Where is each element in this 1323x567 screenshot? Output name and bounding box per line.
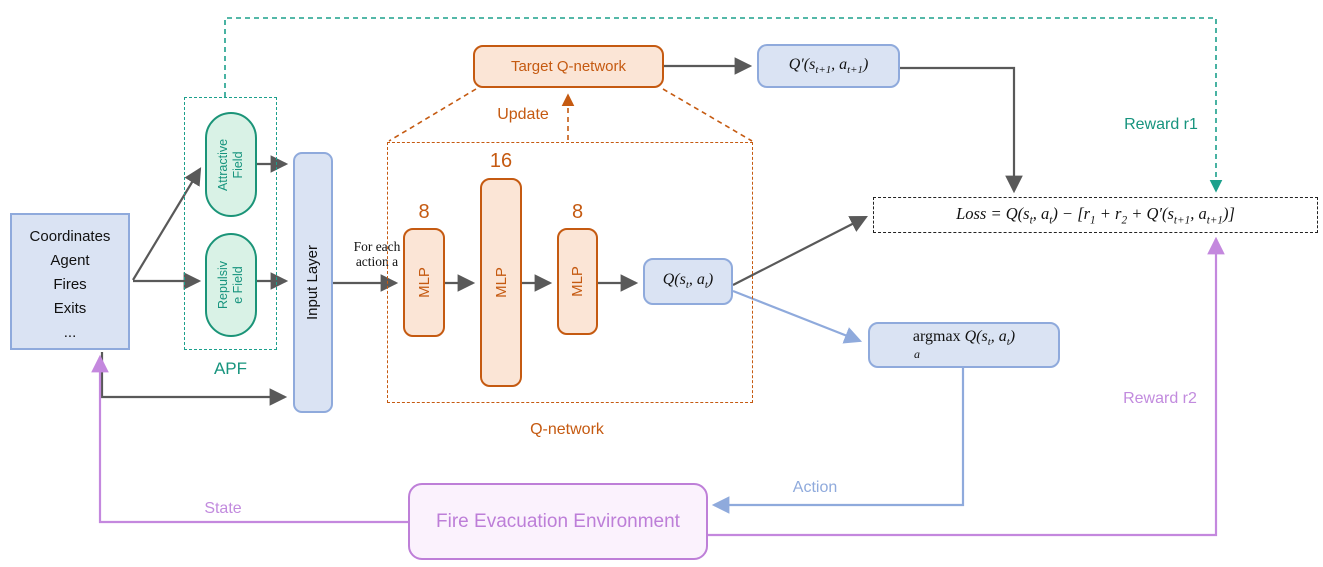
mlp1-label: MLP	[415, 267, 433, 298]
arrow-qprime-to-loss	[900, 66, 1023, 194]
repulsive-field-line1: Repulsiv	[216, 261, 230, 309]
state-edge-label: State	[204, 500, 242, 517]
target-qnetwork-label: Target Q-network	[510, 58, 627, 75]
mlp1-size-label: 8	[418, 200, 430, 223]
loss-math: Loss = Q(s	[956, 203, 1030, 223]
mlp3-label: MLP	[569, 266, 586, 297]
environment-label: Fire Evacuation Environment	[436, 510, 680, 532]
q-math: Q(s	[662, 271, 686, 289]
attractive-field-line2: Field	[231, 150, 246, 179]
mlp2-label: MLP	[492, 267, 510, 298]
arrow-reward-r2	[708, 236, 1225, 537]
attractive-field-line1: Attractive	[216, 138, 231, 191]
apf-label: APF	[213, 359, 248, 378]
state-line-fires: Fires	[53, 276, 87, 293]
argmax-operator: argmax	[912, 328, 961, 345]
arrow-reward-r1	[224, 17, 1223, 193]
qprime-node: Q′(st+1, at+1)	[757, 44, 900, 88]
state-input-box: Coordinates Agent Fires Exits ...	[10, 213, 130, 350]
arrow-state-feedback	[91, 354, 408, 524]
state-line-ellipsis: ...	[63, 324, 77, 341]
repulsive-field-line2: e Field	[231, 266, 245, 304]
mlp3-size-label: 8	[571, 200, 584, 223]
blue-action-arrows	[711, 289, 965, 514]
mlp2-size-label: 16	[489, 149, 513, 172]
arrow-state-to-attractive	[132, 167, 202, 281]
mlp1-node: MLP	[403, 228, 445, 337]
input-layer-label: Input Layer	[304, 244, 322, 321]
state-line-coordinates: Coordinates	[29, 228, 111, 245]
qprime-math: Q′(s	[788, 55, 816, 73]
arrow-q-to-loss	[732, 215, 868, 286]
for-each-line1: For each	[353, 239, 401, 254]
target-projection-right	[662, 88, 753, 142]
mlp3-node: MLP	[557, 228, 598, 335]
update-label: Update	[497, 106, 549, 123]
state-line-agent: Agent	[50, 252, 90, 269]
input-layer-node: Input Layer	[293, 152, 333, 413]
action-edge-label: Action	[792, 479, 838, 496]
apf-dashed-frame	[184, 97, 277, 350]
repulsive-field-node: Repulsiv e Field	[205, 233, 257, 337]
q-value-node: Q(st, at)	[643, 258, 733, 305]
mlp2-node: MLP	[480, 178, 522, 387]
arrow-action-to-environment	[711, 368, 965, 514]
target-projection-left	[388, 88, 477, 142]
reward-r1-label: Reward r1	[1124, 116, 1198, 133]
attractive-field-node: Attractive Field	[205, 112, 257, 217]
qnetwork-dashed-frame	[387, 142, 753, 403]
orange-dashed-lines	[388, 88, 753, 142]
state-line-exits: Exits	[53, 300, 87, 317]
target-qnetwork-node: Target Q-network	[473, 45, 664, 88]
purple-arrows	[91, 236, 1225, 537]
argmax-subscript: a	[914, 347, 920, 361]
reward-r2-label: Reward r2	[1123, 390, 1197, 407]
arrow-q-to-argmax	[732, 289, 863, 344]
qnetwork-label: Q-network	[530, 421, 604, 438]
argmax-node: argmax Q(st, at) a	[868, 322, 1060, 368]
environment-node: Fire Evacuation Environment	[408, 483, 708, 560]
loss-box: Loss = Q(st, at) − [r1 + r2 + Q′(st+1, a…	[873, 197, 1318, 233]
